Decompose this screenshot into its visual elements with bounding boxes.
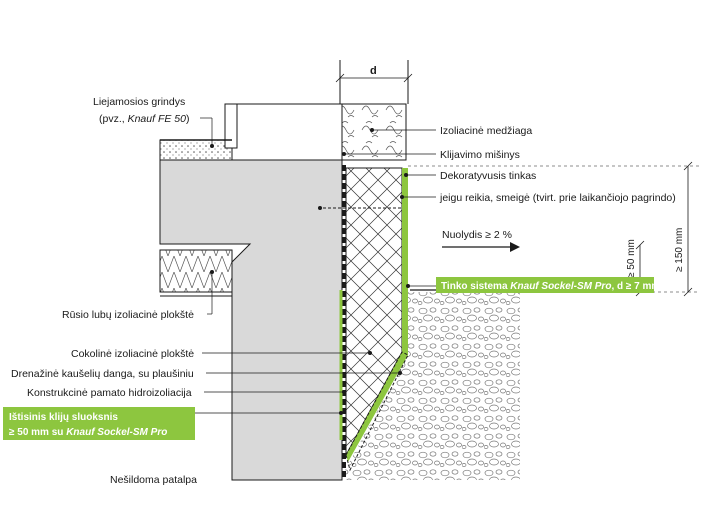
- label-insulation-material: Izoliacinė medžiaga: [440, 125, 532, 137]
- wall-insulation-upper: [341, 103, 407, 161]
- dim-thickness: d: [370, 65, 377, 77]
- badge-adhesive-brand: Knauf Sockel-SM Pro: [66, 427, 167, 438]
- label-decorative-plaster: Dekoratyvusis tinkas: [440, 170, 536, 182]
- label-floor-prefix: (pvz.,: [99, 113, 128, 125]
- label-ceiling-panel: Rūsio lubų izoliacinė plokštė: [62, 309, 194, 321]
- label-anchor: jeigu reikia, smeigė (tvirt. prie laikan…: [439, 192, 676, 204]
- svg-text:≥ 50 mm su Knauf Sockel-SM Pro: ≥ 50 mm su Knauf Sockel-SM Pro: [9, 427, 167, 438]
- badge-adhesive-layer: [3, 407, 195, 440]
- label-floor-brand: Knauf FE 50: [128, 113, 187, 125]
- badge-plaster-prefix: Tinko sistema: [441, 281, 510, 292]
- badge-plaster-system: [436, 277, 654, 293]
- upper-wall: [231, 103, 343, 161]
- dim-min-50: ≥ 50 mm: [626, 239, 637, 278]
- dim-min-150: ≥ 150 mm: [674, 228, 685, 272]
- slope-label: Nuolydis ≥ 2 %: [442, 229, 512, 241]
- label-adhesive: Klijavimo mišinys: [440, 149, 520, 161]
- label-floor-suffix: ): [186, 113, 190, 125]
- floor-screed: [159, 139, 233, 161]
- badge-adhesive-line1: Ištisinis klijų sluoksnis: [9, 412, 118, 423]
- label-drainage: Drenažinė kaušelių danga, su plaušiniu: [11, 368, 194, 380]
- gravel-backfill: [345, 292, 520, 480]
- label-floor-title: Liejamosios grindys: [93, 96, 185, 108]
- label-plinth-panel: Cokolinė izoliacinė plokštė: [71, 348, 194, 360]
- badge-plaster-suffix: , d ≥ 7 mm: [611, 281, 660, 292]
- plaster-layer: [346, 168, 408, 462]
- badge-plaster-brand: Knauf Sockel-SM Pro: [510, 281, 611, 292]
- label-unheated-room: Nešildoma patalpa: [110, 474, 197, 486]
- ceiling-insulation-panel: [159, 249, 233, 293]
- badge-adhesive-prefix: ≥ 50 mm su: [9, 427, 66, 438]
- svg-text:Tinko sistema Knauf Sockel-SM: Tinko sistema Knauf Sockel-SM Pro, d ≥ 7…: [441, 281, 660, 292]
- label-waterproofing: Konstrukcinė pamato hidroizoliacija: [27, 387, 192, 399]
- svg-text:(pvz., Knauf FE 50): (pvz., Knauf FE 50): [99, 113, 189, 125]
